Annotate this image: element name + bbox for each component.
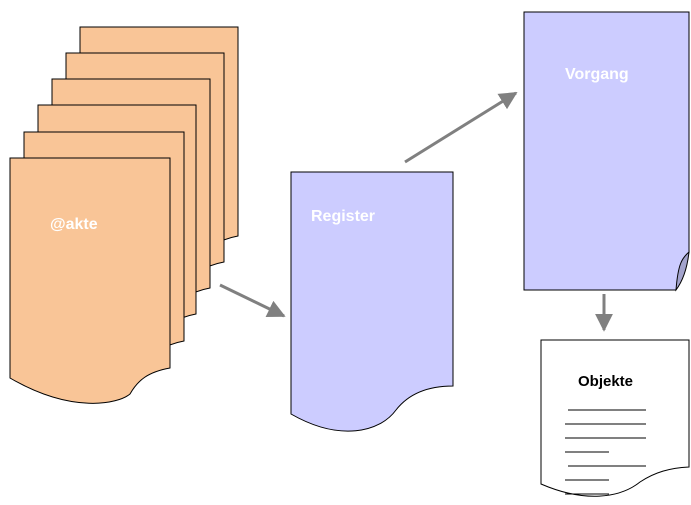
- akte-document-stack: @akte: [9, 26, 239, 404]
- vorgang-label: Vorgang: [565, 66, 629, 83]
- register-label: Register: [311, 208, 375, 225]
- objekte-shape: [540, 339, 690, 497]
- akte-page-1: [9, 157, 171, 404]
- arrow-akte-to-register: [219, 283, 286, 318]
- akte-label: @akte: [50, 216, 98, 233]
- register-shape: [290, 171, 454, 432]
- vorgang-fold: [675, 250, 690, 292]
- vorgang-document: Vorgang: [523, 11, 690, 292]
- vorgang-shape: [523, 11, 690, 291]
- objekte-label: Objekte: [578, 373, 633, 390]
- arrow-register-to-vorgang: [404, 91, 518, 164]
- register-document: Register: [290, 171, 454, 432]
- objekte-text-lines: [565, 409, 646, 495]
- objekte-document: Objekte: [540, 339, 690, 497]
